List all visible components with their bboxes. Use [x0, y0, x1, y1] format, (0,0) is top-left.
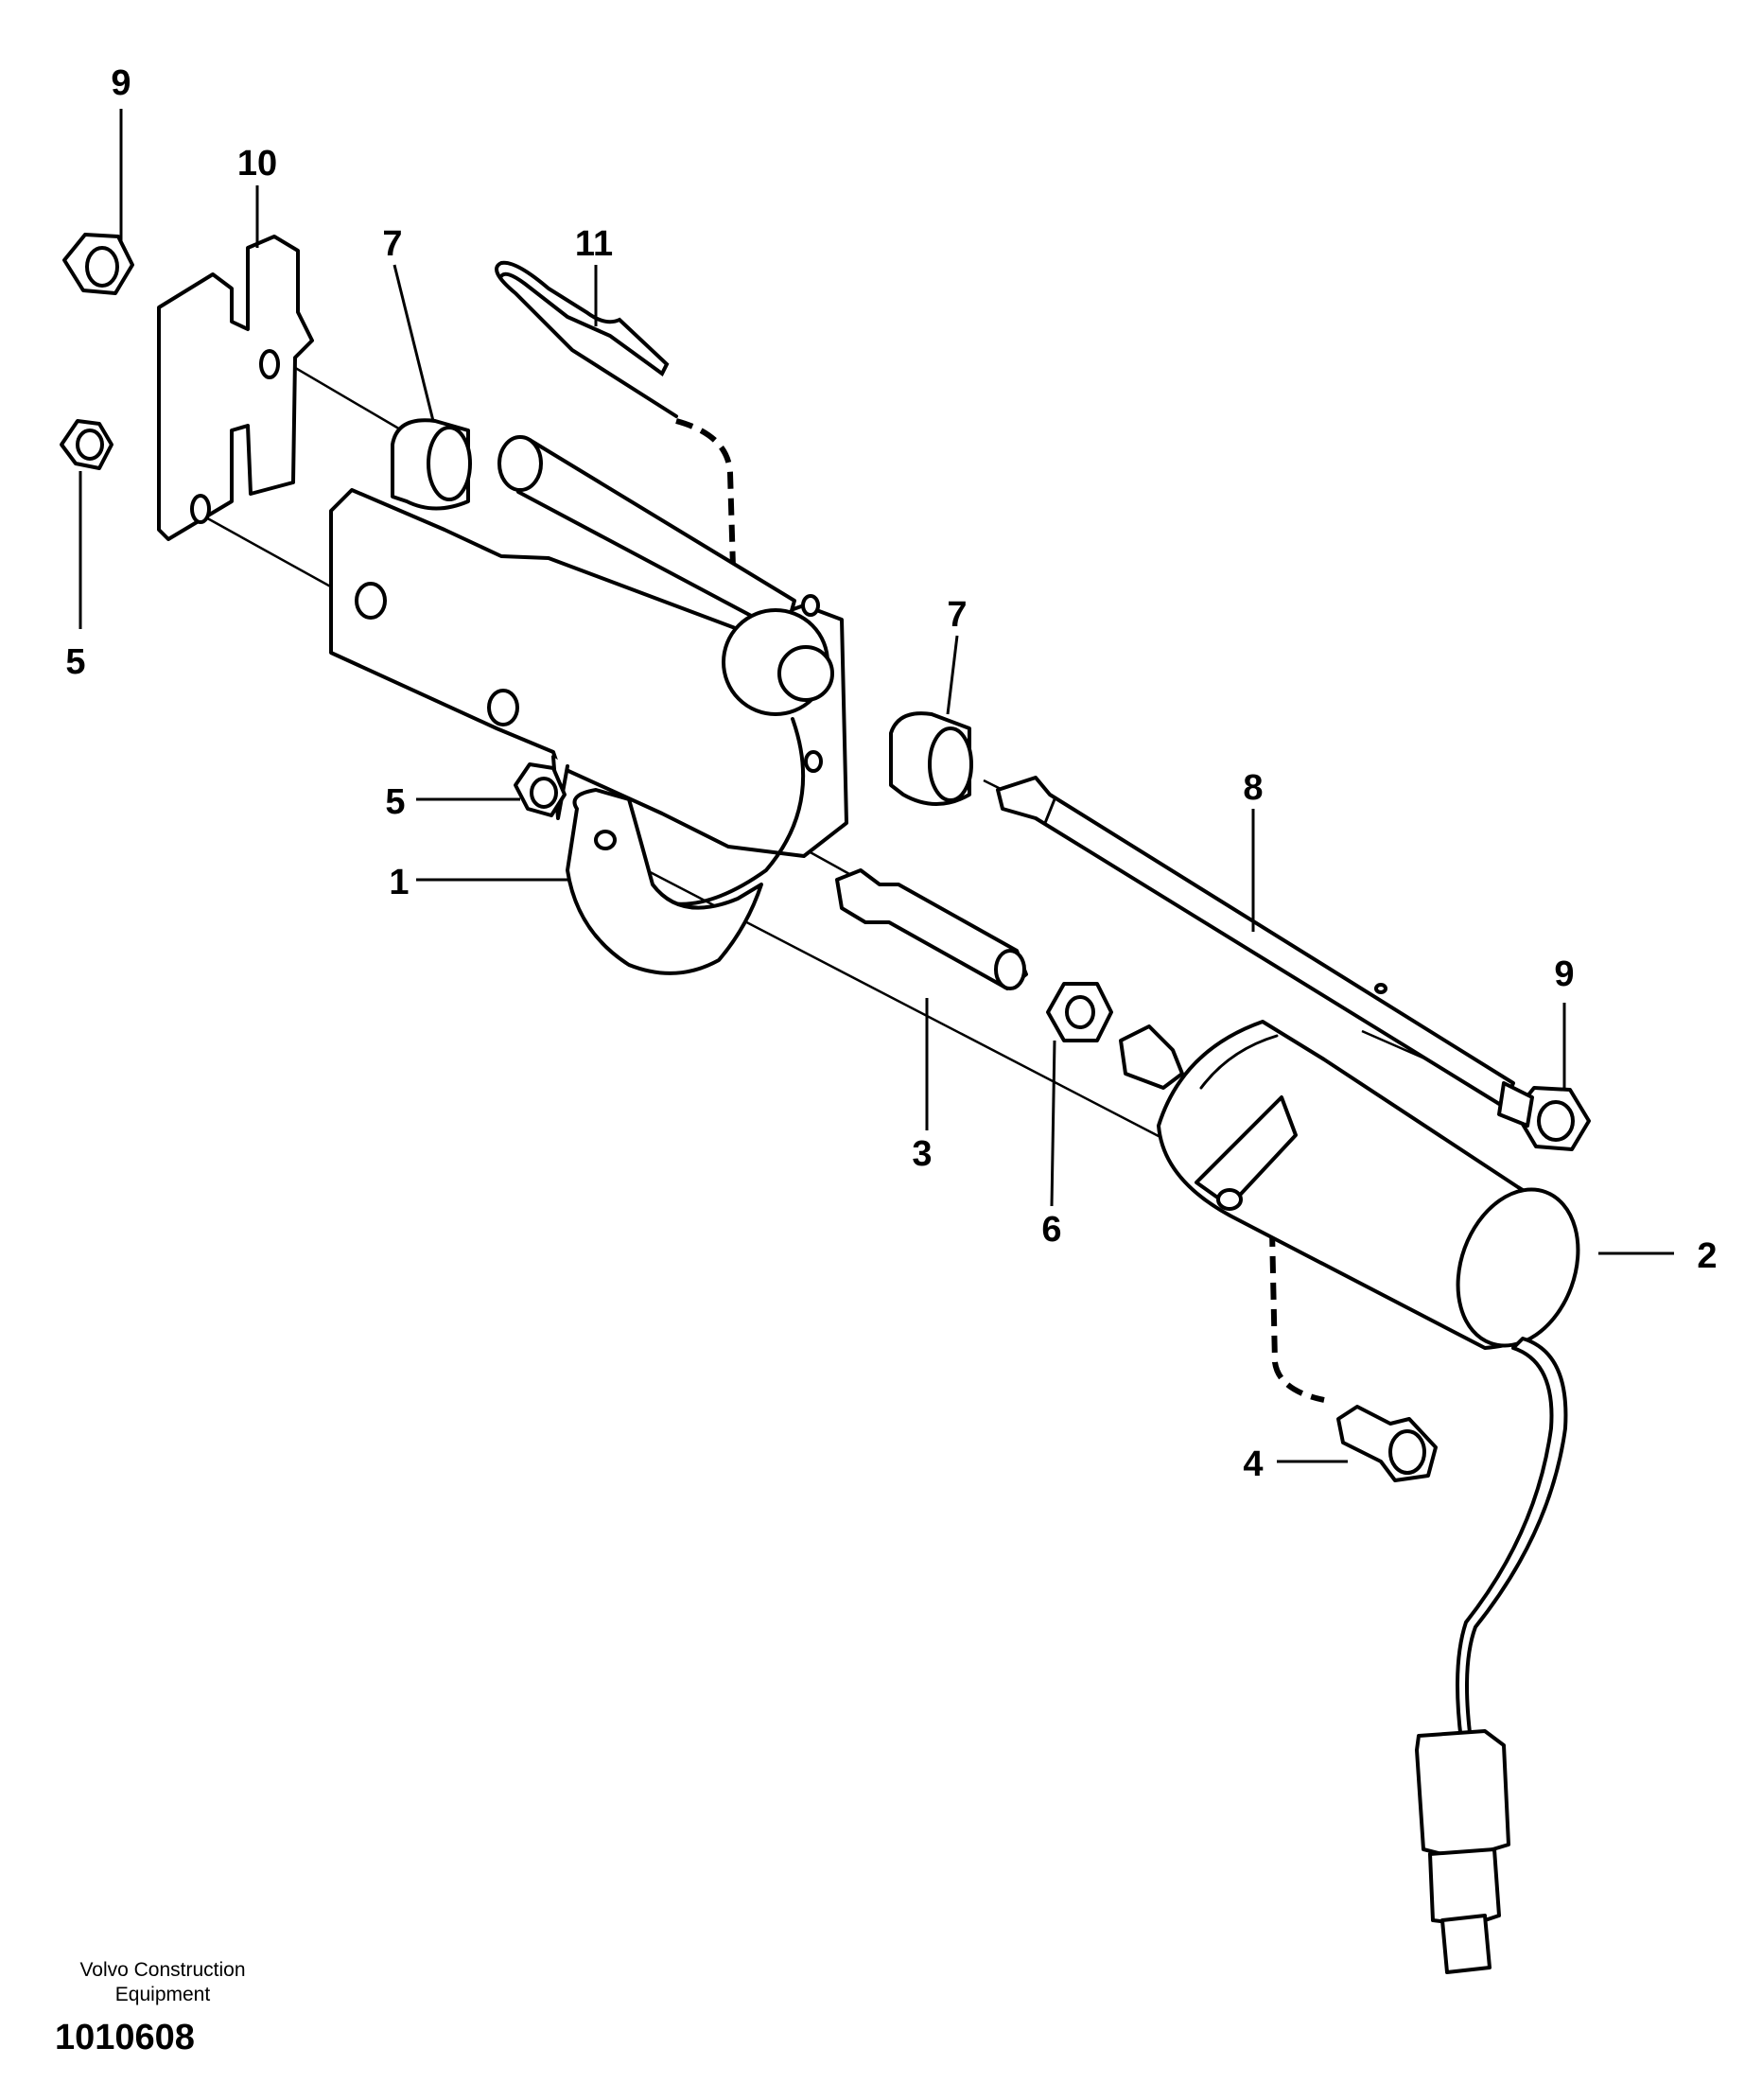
callout-7-top: 7: [382, 224, 402, 264]
callout-10: 10: [237, 144, 277, 184]
brand-caption: Volvo Construction Equipment: [59, 1958, 267, 2007]
callout-4: 4: [1243, 1444, 1263, 1484]
brand-line-1: Volvo Construction: [79, 1959, 246, 1981]
callout-9-top: 9: [111, 63, 131, 103]
callout-7-mid: 7: [947, 595, 967, 635]
adjusting-stud: [835, 868, 1028, 990]
alignment-dashes: [675, 418, 1325, 1403]
main-bracket: [329, 435, 848, 906]
nut-small-mid: [514, 762, 567, 817]
nut-small-top: [60, 419, 113, 470]
flange-nut-top: [62, 233, 134, 295]
callout-5-left: 5: [65, 642, 85, 682]
flange-bolt: [1336, 1405, 1438, 1482]
callout-1: 1: [389, 863, 409, 902]
callout-8: 8: [1243, 768, 1263, 808]
threaded-rod: [996, 776, 1534, 1128]
bushing-lower: [889, 711, 973, 806]
mounting-plate: [157, 235, 314, 541]
brand-line-2: Equipment: [114, 1984, 211, 2005]
callout-6: 6: [1041, 1210, 1061, 1250]
callout-3: 3: [912, 1134, 932, 1174]
bushing-upper: [391, 418, 472, 511]
callout-5-mid: 5: [385, 782, 405, 822]
callout-9-right: 9: [1554, 954, 1574, 994]
spring-clip: [495, 260, 678, 418]
solenoid-actuator: [1119, 1020, 1580, 1974]
hex-nut: [1046, 982, 1113, 1042]
flange-nut-right: [1513, 1086, 1591, 1151]
callout-11: 11: [575, 224, 613, 264]
hook-bracket: [566, 788, 763, 975]
document-number: 1010608: [55, 2018, 195, 2057]
leader-lines: [79, 109, 1674, 1463]
callout-2: 2: [1697, 1236, 1717, 1276]
callout-labels: 9 10 7 11 5 7 5 8 1 9 3 6 2 4: [65, 63, 1717, 1484]
